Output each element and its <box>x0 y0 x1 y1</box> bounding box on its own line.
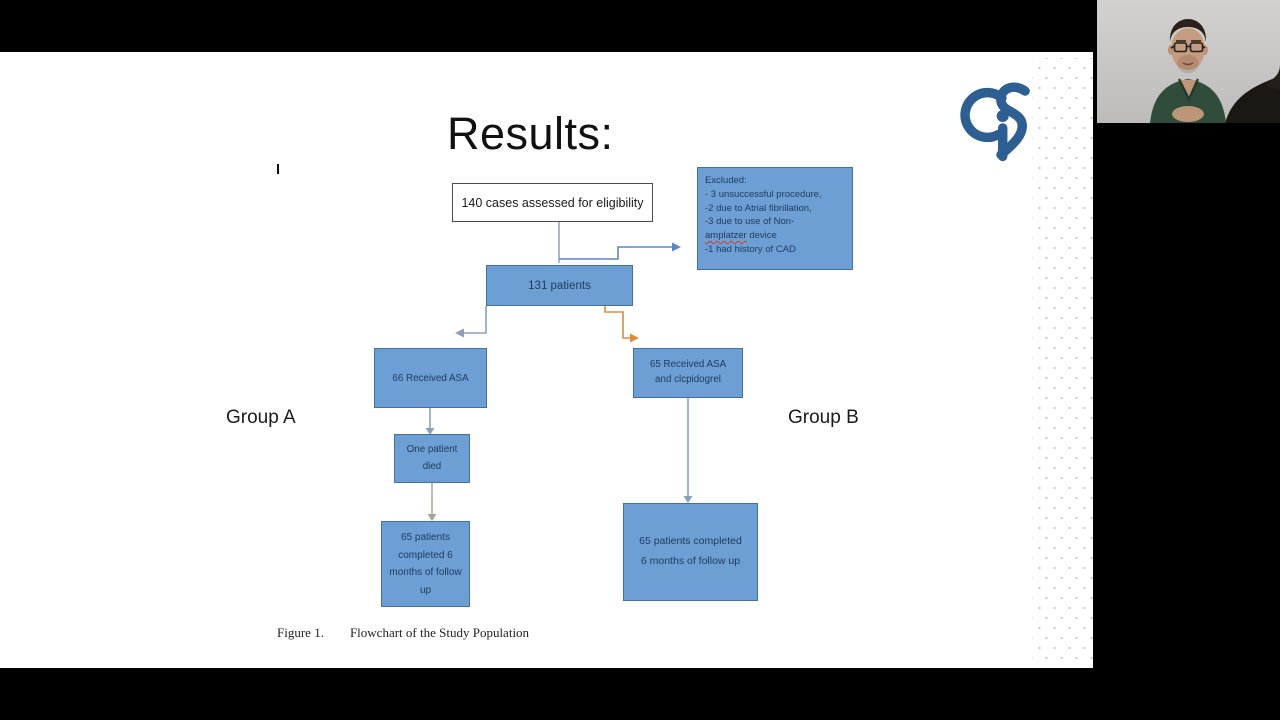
box-excluded: Excluded: - 3 unsuccessful procedure, -2… <box>697 167 853 270</box>
box-patient-died-text: One patient died <box>406 443 458 472</box>
presenter-torso <box>1150 79 1226 123</box>
presenter-hair <box>1169 19 1207 42</box>
couch-armrest <box>1265 64 1280 90</box>
presenter-hands <box>1172 106 1204 122</box>
excluded-heading: Excluded: <box>705 175 747 186</box>
box-eligibility-text: 140 cases assessed for eligibility <box>461 195 644 210</box>
figure-caption-label: Figure 1. <box>277 625 324 640</box>
slide-title: Results: <box>447 108 614 159</box>
connector-to-group-b <box>604 306 630 339</box>
excluded-misspelled-word: amplatzer <box>705 230 747 242</box>
box-followup-a: 65 patients completed 6 months of follow… <box>381 521 470 607</box>
box-eligibility: 140 cases assessed for eligibility <box>452 183 653 222</box>
excluded-line-rest: device <box>746 230 777 242</box>
arrowhead-followup-b <box>683 496 693 503</box>
box-131-text: 131 patients <box>528 279 591 292</box>
box-followup-a-text: 65 patients completed 6 months of follow… <box>389 532 462 596</box>
presenter-glasses <box>1170 42 1206 53</box>
logo-c-stroke <box>960 87 1007 143</box>
presenter-mouth <box>1182 62 1194 66</box>
logo-i-dot <box>996 109 1009 122</box>
presenter-head <box>1171 28 1205 70</box>
box-group-b-text: 65 Received ASA and clcpidogrel <box>649 359 727 385</box>
stray-mark <box>277 164 279 174</box>
vneck-trim <box>1178 78 1200 102</box>
excluded-line: - 3 unsuccessful procedure, <box>705 188 822 200</box>
arrowhead-excluded <box>672 242 681 252</box>
group-b-label: Group B <box>788 407 859 428</box>
figure-caption: Figure 1. Flowchart of the Study Populati… <box>277 625 529 641</box>
presentation-slide: Results: 140 cases ass <box>0 52 1093 668</box>
excluded-line: -2 due to Atrial fibrillation, <box>705 202 812 214</box>
box-131-patients: 131 patients <box>486 265 633 306</box>
excluded-line: amplatzer device <box>705 229 845 243</box>
couch <box>1225 76 1280 123</box>
connector-to-group-a <box>464 306 487 334</box>
arrowhead-group-b <box>630 333 639 343</box>
heart-cis-logo-icon <box>960 82 1030 162</box>
arrowhead-group-a <box>455 328 464 338</box>
figure-caption-text: Flowchart of the Study Population <box>349 625 530 640</box>
box-group-a: 66 Received ASA <box>374 348 487 408</box>
box-group-b: 65 Received ASA and clcpidogrel <box>633 348 743 398</box>
box-followup-b: 65 patients completed 6 months of follow… <box>623 503 758 601</box>
dotted-pattern-decoration <box>1032 58 1093 664</box>
excluded-line: -1 had history of CAD <box>705 243 796 255</box>
logo-s-stroke <box>996 82 1030 160</box>
presenter-webcam-tile[interactable] <box>1097 0 1280 123</box>
arrowhead-followup-a <box>427 514 437 521</box>
presenter-neck <box>1180 80 1197 97</box>
group-a-label: Group A <box>226 407 296 428</box>
box-patient-died: One patient died <box>394 434 470 483</box>
excluded-line: -3 due to use of Non- <box>705 216 795 228</box>
presenter-video <box>1097 0 1280 123</box>
box-group-a-text: 66 Received ASA <box>392 372 469 384</box>
connector-to-excluded <box>559 246 672 260</box>
box-followup-b-text: 65 patients completed 6 months of follow… <box>639 535 742 567</box>
